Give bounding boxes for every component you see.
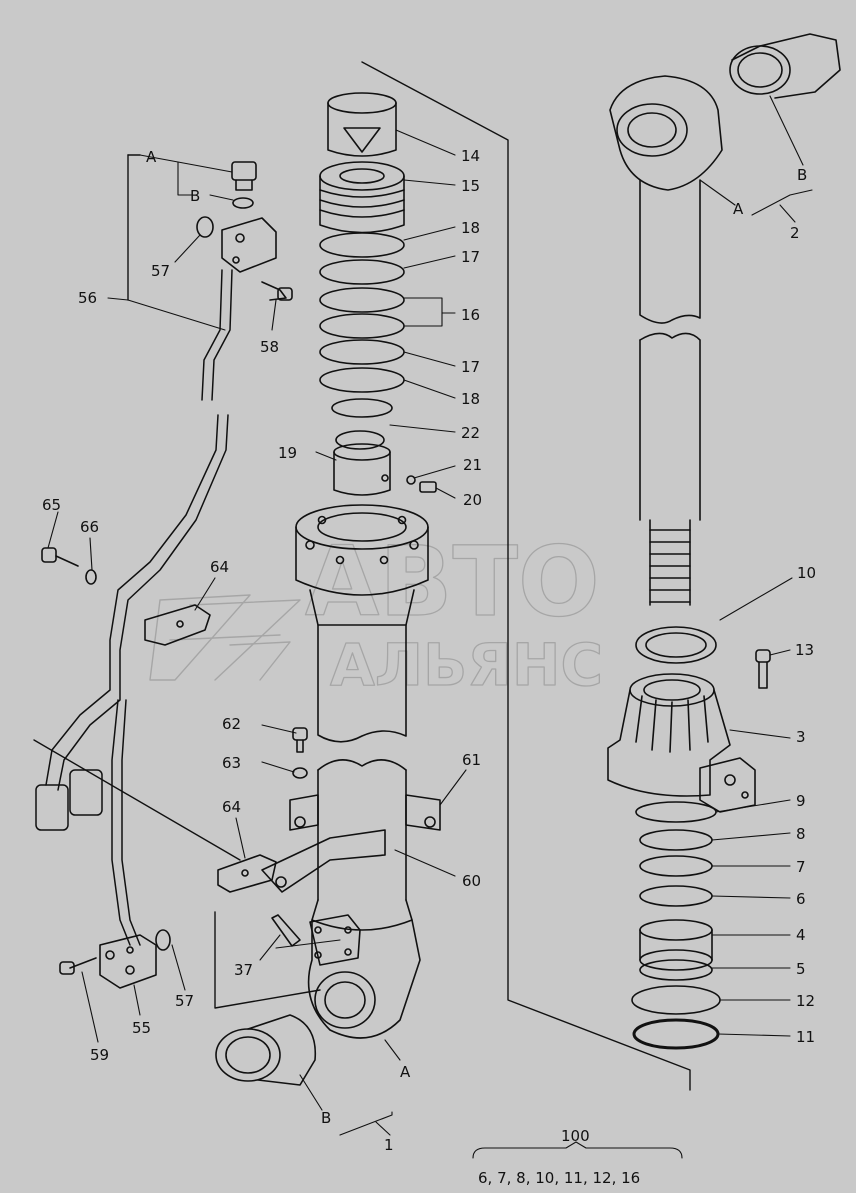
bolt-59 — [59, 957, 97, 975]
callout-58: 58 — [260, 338, 279, 356]
callout-7: 7 — [796, 858, 806, 876]
washer-63 — [292, 767, 308, 779]
callout-5: 5 — [796, 960, 806, 978]
callout-15: 15 — [461, 177, 480, 195]
callout-6: 6 — [796, 890, 806, 908]
callout-37: 37 — [234, 961, 253, 979]
block-fitting-top — [221, 217, 277, 273]
grease-nipple-37 — [271, 914, 301, 947]
hydraulic-pipe-56 — [35, 269, 233, 946]
callout-9: 9 — [796, 792, 806, 810]
callout-59: 59 — [90, 1046, 109, 1064]
callout-60: 60 — [462, 872, 481, 890]
frame-lines — [33, 61, 691, 1091]
callout-63: 63 — [222, 754, 241, 772]
watermark-text-top: АВТО — [305, 526, 600, 638]
piston-rod-2 — [609, 75, 723, 606]
clamp-64-upper — [144, 604, 211, 646]
oring-57-top — [196, 216, 214, 238]
callout-56: 56 — [78, 289, 97, 307]
label-a-rod: A — [733, 200, 744, 218]
callout-12: 12 — [796, 992, 815, 1010]
bolt-58 — [261, 281, 293, 301]
block-fitting-55 — [99, 934, 157, 989]
kit-number: 100 — [561, 1127, 590, 1145]
callout-13: 13 — [795, 641, 814, 659]
bushing-bottom-left — [215, 1014, 317, 1086]
callout-55: 55 — [132, 1019, 151, 1037]
callout-57-upper: 57 — [151, 262, 170, 280]
callout-62: 62 — [222, 715, 241, 733]
oring-b-top-left — [232, 197, 254, 209]
callout-4: 4 — [796, 926, 806, 944]
strap-60 — [261, 829, 386, 893]
bracket-61 — [289, 794, 441, 831]
callout-64-lower: 64 — [222, 798, 241, 816]
bolt-62 — [292, 727, 308, 753]
callout-66: 66 — [80, 518, 99, 536]
label-b-top-left: B — [190, 187, 200, 205]
bolt-65 — [41, 547, 79, 567]
callout-11: 11 — [796, 1028, 815, 1046]
washer-66 — [85, 569, 97, 585]
rod-head-14 — [327, 92, 397, 157]
callout-labels: 14 15 18 17 16 17 18 22 19 21 20 10 13 3… — [42, 147, 816, 1187]
callout-1: 1 — [384, 1136, 394, 1154]
ring-10 — [635, 626, 717, 664]
clamp-64-lower — [217, 854, 277, 893]
callout-20: 20 — [463, 491, 482, 509]
callout-17-upper: 17 — [461, 248, 480, 266]
callout-64-upper: 64 — [210, 558, 229, 576]
watermark-text-bottom: АЛЬЯНС — [330, 631, 603, 699]
cylinder-tube-1 — [295, 504, 429, 1039]
bushing-top-right — [729, 33, 841, 99]
watermark-logo — [149, 594, 301, 681]
ball-21 — [406, 475, 416, 485]
callout-57-lower: 57 — [175, 992, 194, 1010]
callout-19: 19 — [278, 444, 297, 462]
callout-3: 3 — [796, 728, 806, 746]
ring-stack-right — [631, 801, 721, 1050]
ring-stack-center — [319, 232, 405, 450]
leader-lines — [47, 95, 813, 1159]
callout-18-lower: 18 — [461, 390, 480, 408]
kit-contents: 6, 7, 8, 10, 11, 12, 16 — [478, 1169, 640, 1187]
bolt-13 — [755, 649, 771, 689]
watermark: АВТО АЛЬЯНС — [149, 525, 604, 700]
callout-2: 2 — [790, 224, 800, 242]
callout-17-lower: 17 — [461, 358, 480, 376]
gland-15 — [319, 161, 405, 234]
label-b-rod: B — [797, 166, 807, 184]
cap-a-top-left — [231, 161, 257, 191]
label-b-tube: B — [321, 1109, 331, 1127]
callout-16: 16 — [461, 306, 480, 324]
label-a-top-left: A — [146, 148, 157, 166]
callout-65: 65 — [42, 496, 61, 514]
callout-22: 22 — [461, 424, 480, 442]
callout-18-upper: 18 — [461, 219, 480, 237]
callout-10: 10 — [797, 564, 816, 582]
cylinder-head-3 — [607, 673, 756, 813]
callout-61: 61 — [462, 751, 481, 769]
label-a-tube: A — [400, 1063, 411, 1081]
callout-21: 21 — [463, 456, 482, 474]
oring-57-bottom — [155, 929, 171, 951]
piston-19 — [333, 443, 391, 496]
callout-8: 8 — [796, 825, 806, 843]
callout-14: 14 — [461, 147, 480, 165]
setscrew-20 — [419, 481, 437, 493]
